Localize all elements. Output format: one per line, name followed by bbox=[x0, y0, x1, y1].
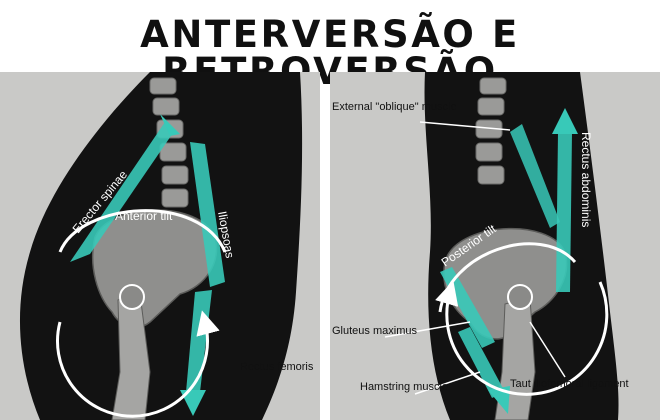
pointer-hamstring bbox=[414, 371, 481, 395]
label-hamstring: Hamstring muscle bbox=[360, 381, 448, 393]
anterior-tilt-panel: Erector spinae Anterior tilt Iliopsoas R… bbox=[0, 72, 320, 420]
external-oblique-muscle bbox=[510, 124, 560, 228]
label-rectus-femoris: Rectus femoris bbox=[240, 361, 314, 373]
rotation-arrow bbox=[435, 280, 609, 396]
rotation-arrow bbox=[56, 310, 220, 418]
page-title: ANTERVERSÃO E RETROVERSÃO bbox=[140, 13, 520, 90]
rectus-abdominis-arrow bbox=[552, 108, 578, 134]
hamstring-muscle bbox=[458, 327, 505, 398]
rectus-femoris-arrow bbox=[180, 390, 206, 416]
label-external-oblique: External "oblique" muscle bbox=[332, 101, 457, 113]
label-external-oblique: External "oblique" muscle bbox=[332, 101, 457, 113]
posterior-tilt-panel: External "oblique" muscle Rectus abdomin… bbox=[330, 72, 660, 420]
label-anterior-tilt: Anterior tilt bbox=[115, 209, 173, 223]
pointer-gluteus bbox=[384, 321, 471, 338]
iliopsoas-muscle bbox=[190, 142, 225, 287]
erector-spinae-muscle bbox=[70, 122, 175, 262]
label-rectus-abdominis: Rectus abdominis bbox=[579, 132, 593, 227]
hamstring-arrow bbox=[488, 386, 510, 414]
erector-spinae-arrow bbox=[160, 114, 180, 136]
label-gluteus-maximus: Gluteus maximus bbox=[332, 325, 417, 337]
rectus-abdominis-muscle bbox=[556, 132, 572, 292]
spine bbox=[475, 77, 507, 185]
label-taut-ligament: Taut iliofemoral ligament bbox=[510, 378, 629, 390]
hip-joint bbox=[119, 284, 145, 310]
pointer-ligament bbox=[529, 321, 566, 378]
hip-joint bbox=[507, 284, 533, 310]
pointer-external-oblique bbox=[419, 121, 511, 131]
tilt-arc bbox=[58, 209, 227, 253]
